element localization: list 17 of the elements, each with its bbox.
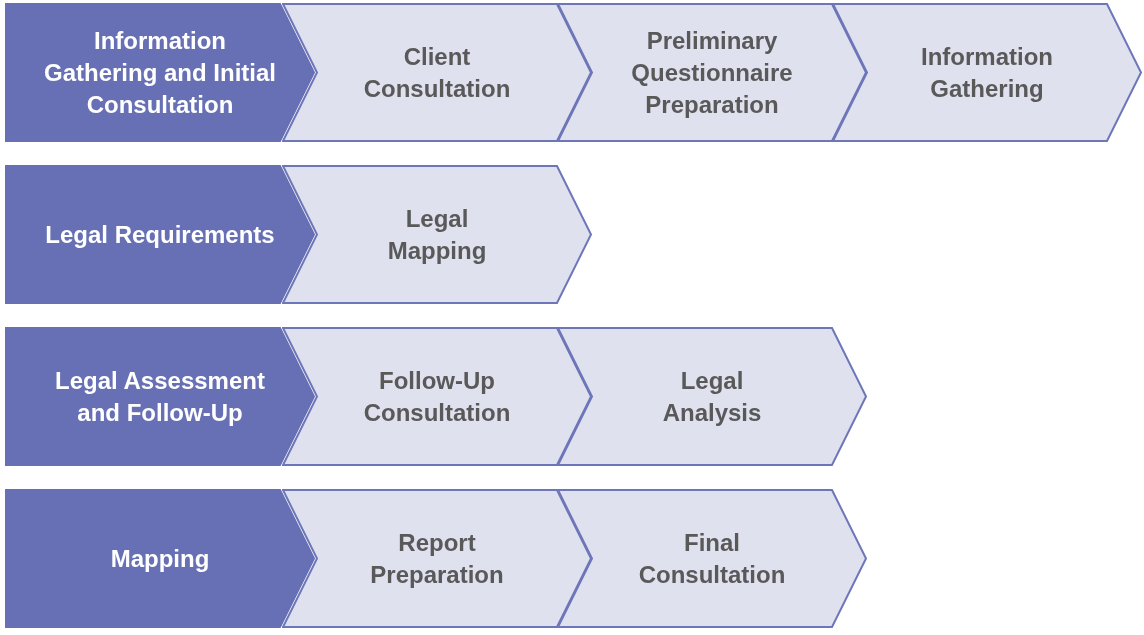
phase-box xyxy=(5,489,315,628)
step-label: Preliminary Questionnaire Preparation xyxy=(630,25,794,120)
step-label: Legal Analysis xyxy=(661,365,763,428)
step-box xyxy=(557,489,867,628)
step-label: Final Consultation xyxy=(637,527,787,590)
step-label: Information Gathering xyxy=(920,41,1054,104)
phase-box xyxy=(5,3,315,142)
phase-label: Information Gathering and Initial Consultation xyxy=(43,25,277,120)
phase-label: Legal Requirements xyxy=(44,219,276,250)
step-box xyxy=(832,3,1142,142)
phase-box xyxy=(5,165,315,304)
phase-label: Legal Assessment and Follow-Up xyxy=(54,365,266,428)
step-label: Legal Mapping xyxy=(386,203,488,266)
phase-label: Mapping xyxy=(109,543,211,574)
step-box xyxy=(557,327,867,466)
step-box xyxy=(282,165,592,304)
phase-box xyxy=(5,327,315,466)
